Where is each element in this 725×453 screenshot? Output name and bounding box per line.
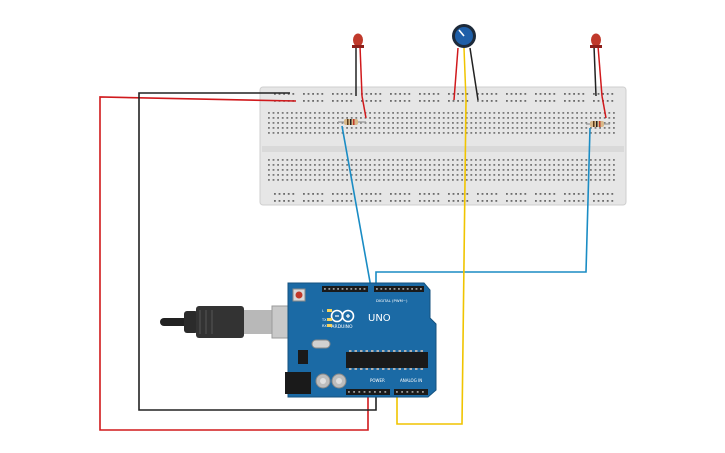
analog-header [394, 389, 428, 395]
resistor-left [338, 119, 366, 125]
model-label: UNO [368, 313, 391, 324]
usb-cable [160, 305, 309, 339]
power-label: POWER [370, 378, 385, 383]
power-jack [285, 372, 311, 394]
digital-header-a [322, 286, 368, 292]
wire-yellow-pot[interactable] [396, 99, 467, 425]
microcontroller [346, 352, 428, 368]
arduino-uno[interactable]: ARDUINO UNO DIGITAL (PWM~) TX RX L POWER… [285, 282, 437, 398]
resistor-right [586, 121, 610, 127]
power-header [346, 389, 390, 395]
led-right[interactable] [590, 33, 607, 119]
tx-label: TX [321, 318, 327, 322]
potentiometer[interactable] [452, 24, 479, 101]
wire-black-gnd[interactable] [138, 92, 377, 411]
arduino-logo [330, 309, 355, 323]
brand-label: ARDUINO [331, 324, 353, 330]
analog-label: ANALOG IN [400, 378, 422, 383]
led-left[interactable] [352, 33, 367, 119]
digital-label: DIGITAL (PWM~) [376, 298, 408, 303]
rx-label: RX [322, 324, 327, 328]
wire-red-5v[interactable] [99, 96, 369, 431]
l-label: L [322, 309, 324, 313]
breadboard [259, 86, 627, 206]
